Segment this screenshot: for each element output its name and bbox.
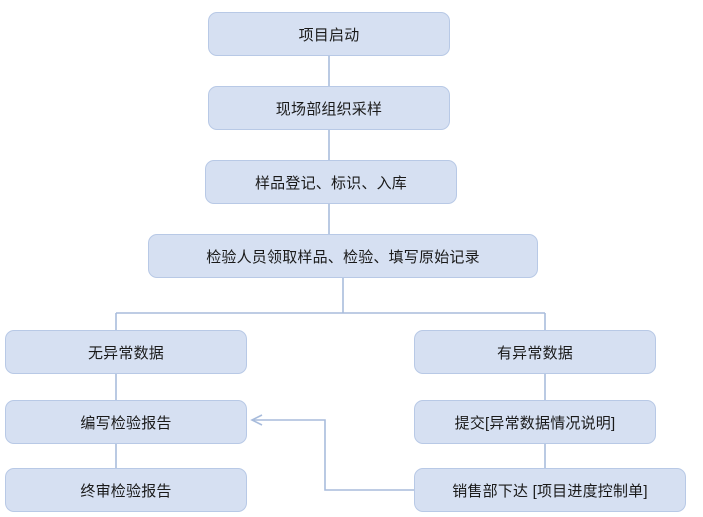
node-field-sampling[interactable]: 现场部组织采样 [208, 86, 450, 130]
node-has-abnormal-data[interactable]: 有异常数据 [414, 330, 656, 374]
node-label: 有异常数据 [496, 344, 573, 362]
node-sample-registration[interactable]: 样品登记、标识、入库 [205, 160, 457, 204]
node-final-review-report[interactable]: 终审检验报告 [5, 468, 247, 512]
node-label: 提交[异常数据情况说明] [454, 414, 616, 432]
node-label: 项目启动 [298, 26, 360, 44]
node-project-start[interactable]: 项目启动 [208, 12, 450, 56]
connector-feedback-path [253, 419, 414, 491]
node-no-abnormal-data[interactable]: 无异常数据 [5, 330, 247, 374]
feedback-arrowhead-icon [250, 414, 263, 426]
node-inspection-record[interactable]: 检验人员领取样品、检验、填写原始记录 [148, 234, 538, 278]
node-label: 终审检验报告 [80, 482, 172, 500]
node-label: 样品登记、标识、入库 [254, 174, 407, 192]
node-submit-abnormal-note[interactable]: 提交[异常数据情况说明] [414, 400, 656, 444]
node-write-report[interactable]: 编写检验报告 [5, 400, 247, 444]
node-sales-dept-order[interactable]: 销售部下达 [项目进度控制单] [414, 468, 686, 512]
node-label: 无异常数据 [87, 344, 164, 362]
node-label: 现场部组织采样 [275, 100, 383, 118]
node-label: 编写检验报告 [80, 414, 172, 432]
node-label: 销售部下达 [项目进度控制单] [452, 482, 648, 500]
node-label: 检验人员领取样品、检验、填写原始记录 [206, 248, 480, 266]
